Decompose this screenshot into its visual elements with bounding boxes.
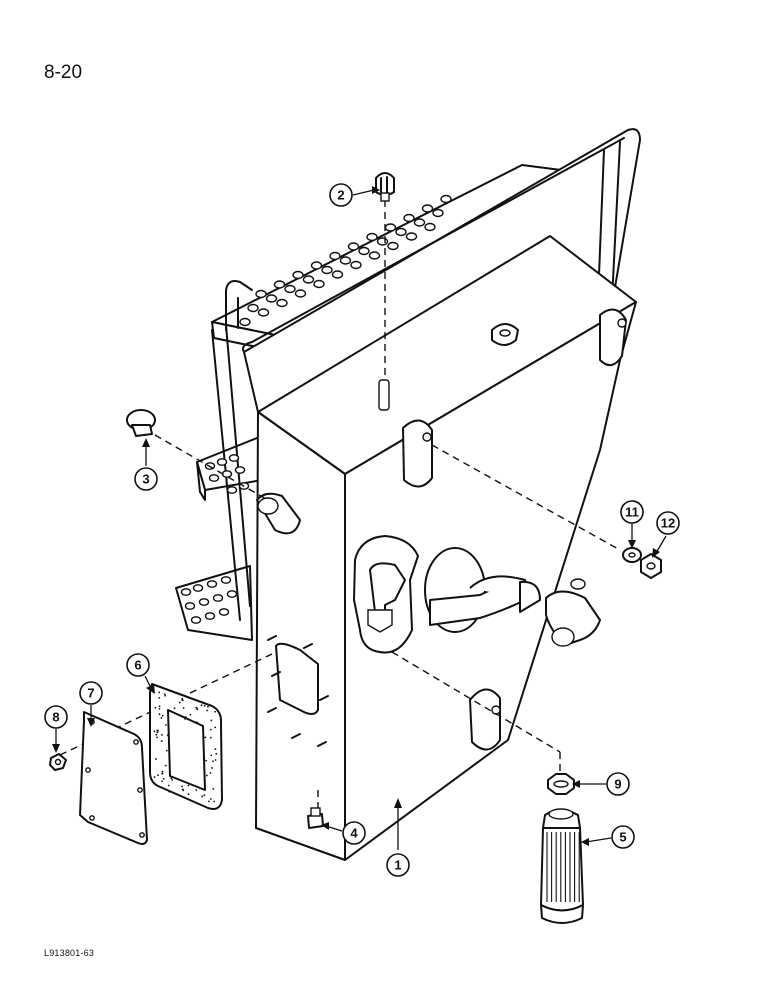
callout-item-3: 3 <box>134 438 158 491</box>
svg-text:2: 2 <box>337 188 344 203</box>
washer <box>622 547 642 563</box>
step-hole-pattern <box>180 194 452 624</box>
hydraulic-tank <box>255 235 637 861</box>
callout-item-1: 1 <box>386 798 410 877</box>
gasket <box>149 683 223 810</box>
callout-item-8: 8 <box>44 705 68 753</box>
svg-text:6: 6 <box>134 658 141 673</box>
svg-text:9: 9 <box>614 777 621 792</box>
filler-plug <box>126 409 156 437</box>
page-number: 8-20 <box>44 62 83 83</box>
filter-element <box>540 808 584 924</box>
breather-cap <box>375 172 395 202</box>
callout-item-2: 2 <box>329 183 380 207</box>
callout-item-9: 9 <box>572 772 630 796</box>
drawing-code: L913801-63 <box>44 948 95 958</box>
cover-studs <box>267 635 329 747</box>
svg-text:7: 7 <box>87 686 94 701</box>
svg-text:4: 4 <box>350 826 358 841</box>
svg-text:5: 5 <box>619 830 626 845</box>
callout-item-11: 11 <box>620 500 644 549</box>
filter-pleats <box>546 832 580 902</box>
callout-item-12: 12 <box>652 511 680 558</box>
tank-frame <box>242 128 641 413</box>
callout-item-7: 7 <box>79 681 103 727</box>
callout-item-6: 6 <box>126 653 155 694</box>
gasket-texture <box>153 691 218 803</box>
svg-text:12: 12 <box>661 516 675 531</box>
mounting-nut <box>640 553 662 579</box>
callout-item-4: 4 <box>321 821 366 845</box>
svg-text:3: 3 <box>142 472 149 487</box>
svg-text:1: 1 <box>394 858 401 873</box>
cover-nut <box>49 753 67 771</box>
callout-item-5: 5 <box>581 825 635 849</box>
svg-text:11: 11 <box>625 505 639 520</box>
svg-text:8: 8 <box>52 710 59 725</box>
lock-washer <box>547 773 575 795</box>
cover-plate <box>79 711 148 845</box>
